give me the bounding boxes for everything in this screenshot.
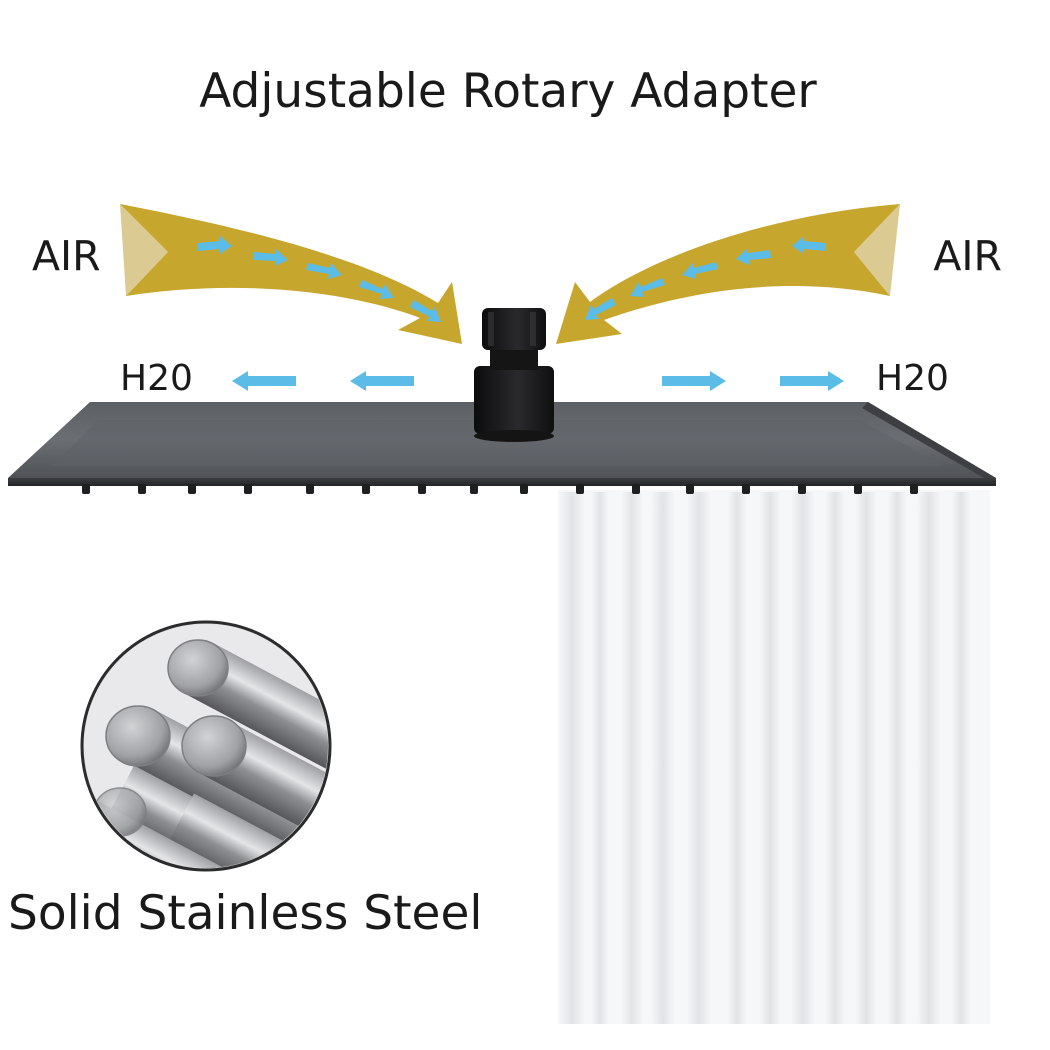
water-streams xyxy=(558,490,990,1024)
h2o-label-left: H20 xyxy=(120,358,193,399)
air-arrow-right xyxy=(556,204,900,344)
air-flow-arrows-left xyxy=(198,236,441,322)
steel-rod xyxy=(166,793,328,868)
rotary-adapter xyxy=(474,308,554,442)
h2o-arrows-right xyxy=(662,371,844,391)
h2o-arrows-left xyxy=(232,371,414,391)
nozzle-row xyxy=(82,484,918,494)
material-caption: Solid Stainless Steel xyxy=(8,886,483,941)
air-label-right: AIR xyxy=(933,232,1002,280)
diagram-title: Adjustable Rotary Adapter xyxy=(199,64,817,119)
steel-rod xyxy=(201,721,328,868)
air-flow-arrows-right xyxy=(585,236,826,320)
air-label-left: AIR xyxy=(32,232,101,280)
air-arrow-left xyxy=(120,204,462,344)
steel-rod-end xyxy=(181,715,247,777)
steel-rod-end xyxy=(167,639,229,697)
stainless-steel-inset xyxy=(80,620,332,872)
steel-rod-end xyxy=(105,705,171,767)
h2o-label-right: H20 xyxy=(876,358,949,399)
steel-rod xyxy=(186,643,328,799)
